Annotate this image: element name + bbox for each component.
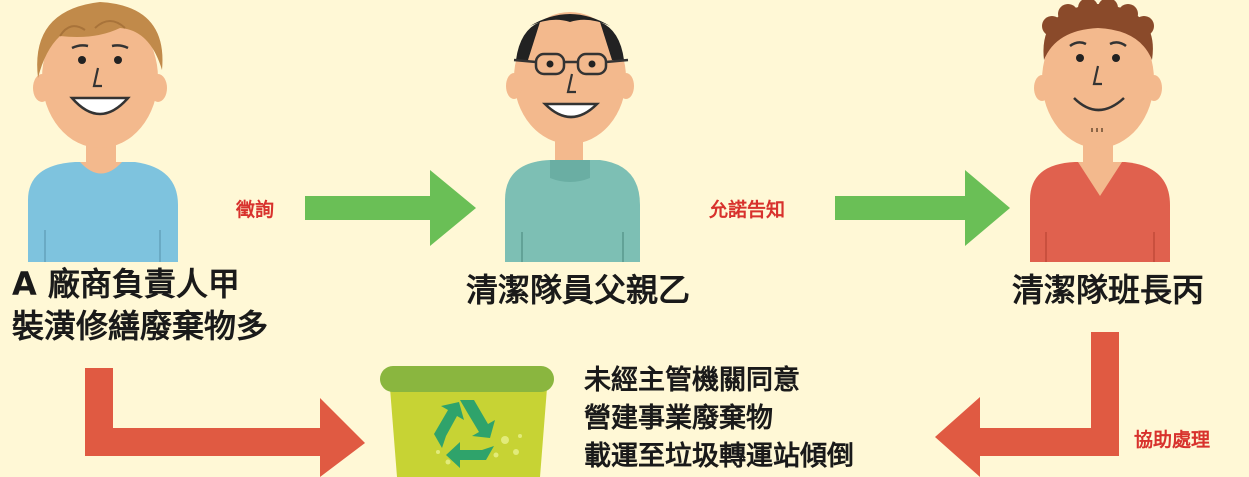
person-c-title: 清潔隊班長丙 [1012, 271, 1205, 309]
arrow-b-to-c [835, 170, 1010, 246]
person-b-figure [505, 12, 640, 262]
person-b-title: 清潔隊員父親乙 [466, 271, 691, 309]
arrow-c-to-bin [935, 332, 1119, 477]
arrow-a-to-bin [85, 368, 365, 477]
person-c-figure [1030, 0, 1170, 262]
arrow-a-to-b [305, 170, 476, 246]
arrow-c-to-bin-label: 協助處理 [1134, 429, 1211, 451]
note-line-2: 營建事業廢棄物 [584, 403, 773, 434]
arrow-b-to-c-label: 允諾告知 [709, 199, 786, 221]
recycle-bin-icon [380, 366, 554, 477]
note-line-1: 未經主管機關同意 [584, 365, 800, 396]
arrow-a-to-b-label: 徵詢 [236, 199, 275, 221]
person-a-subtitle: 裝潢修繕廢棄物多 [12, 307, 269, 345]
person-a-figure [28, 2, 178, 262]
person-a-title: A 廠商負責人甲 [12, 265, 240, 303]
recycle-symbol-icon [434, 400, 495, 468]
note-line-3: 載運至垃圾轉運站傾倒 [584, 441, 854, 472]
